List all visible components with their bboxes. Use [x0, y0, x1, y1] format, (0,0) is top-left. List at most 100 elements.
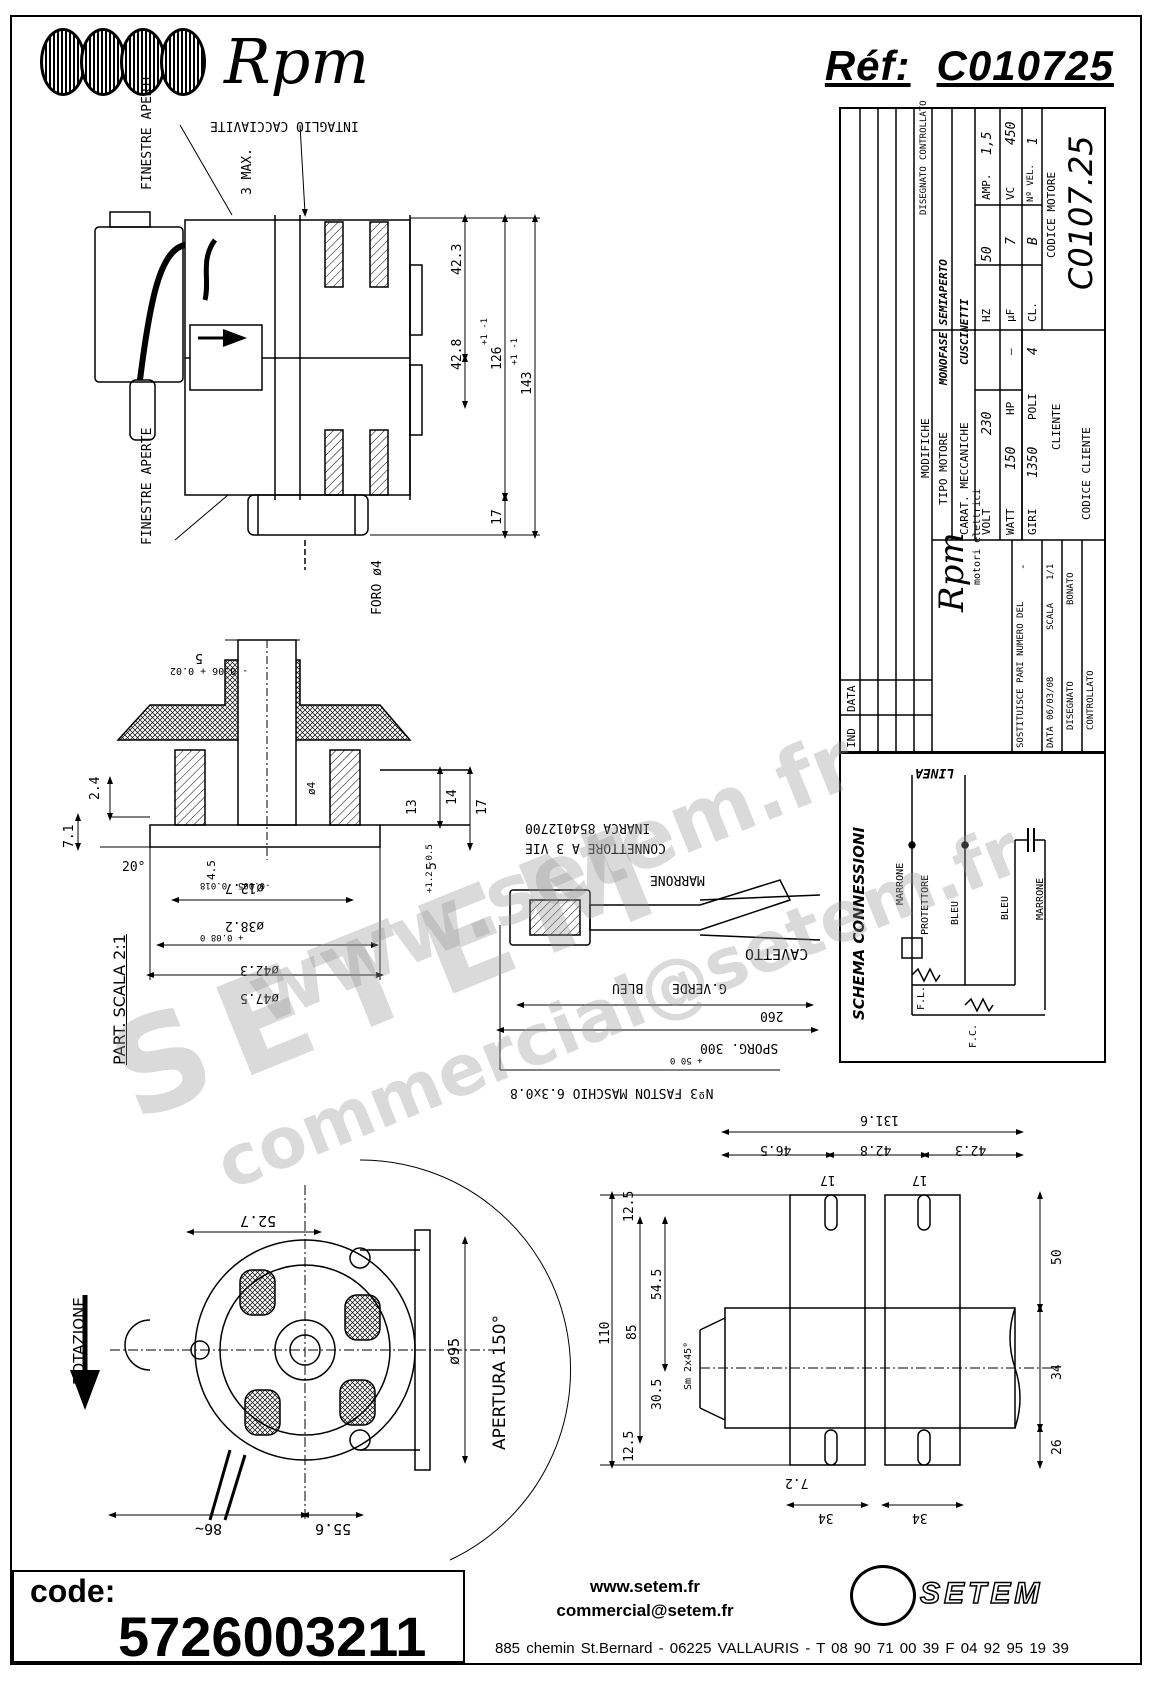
dim-7-2: 7.2: [785, 1475, 809, 1490]
dim-12-5-b: 12.5: [622, 1430, 637, 1462]
shaft-detail: [75, 639, 473, 980]
dim-42-3: 42.3: [955, 1142, 987, 1157]
finestre-top-label: FINESTRE APERTE: [140, 72, 155, 190]
bracket-view: [600, 1129, 1060, 1508]
tb-col-ind: IND: [845, 728, 858, 748]
data-label: DATA: [1046, 726, 1056, 748]
codice-motore-value: C0107.25: [1062, 135, 1100, 290]
dim-42-8: 42.8: [860, 1142, 892, 1157]
dim-42-8-side: 42.8: [450, 338, 465, 370]
nvel-label: Nº VEL.: [1026, 164, 1036, 202]
bleu2-label: BLEU: [1000, 895, 1011, 920]
dim-260: 260: [760, 1008, 784, 1023]
dim-4-5: 4.5: [205, 860, 218, 880]
data-value: 06/03/08: [1046, 676, 1056, 720]
dim-17-shaft: 17: [475, 799, 490, 815]
apertura-label: APERTURA 150°: [490, 1314, 510, 1450]
dim-126-tol: +1 -1: [480, 317, 490, 345]
dim-phi38-2: ø38.2: [225, 918, 265, 933]
amp-value: 1,5: [980, 131, 995, 155]
faston-label: Nº3 FASTON MASCHIO 6.3x0.8: [510, 1085, 714, 1100]
dim-131-6: 131.6: [860, 1112, 900, 1127]
linea-label: LINEA: [915, 765, 955, 780]
code-label: code:: [30, 1573, 116, 1609]
contact-block: www.setem.fr commercial@setem.fr: [555, 1575, 735, 1623]
uf-value: 7: [1004, 237, 1019, 245]
dim-50: 50: [1050, 1249, 1065, 1265]
tb-col-data: DATA: [845, 685, 858, 713]
dim-phi38-2-tol: + 0.08 0: [200, 932, 244, 942]
hp-label: HP: [1004, 401, 1017, 415]
dim-s5-tol: - 0.06 + 0.02: [170, 665, 249, 676]
ref-label: Réf:: [824, 42, 911, 89]
dim-17-a: 17: [820, 1172, 836, 1187]
dim-17-side: 17: [490, 509, 505, 525]
dim-12-5-a: 12.5: [622, 1190, 637, 1222]
email-link[interactable]: commercial@setem.fr: [556, 1601, 734, 1620]
dim-14: 14: [445, 789, 460, 805]
ref-value: C010725: [936, 42, 1114, 89]
dim-110: 110: [598, 1321, 613, 1345]
code-value: 5726003211: [118, 1605, 427, 1668]
dim-52-7: 52.7: [240, 1212, 277, 1230]
poli-label: POLI: [1026, 393, 1039, 421]
dim-143-tol: +1 -1: [510, 337, 520, 365]
cl-value: B: [1026, 237, 1041, 245]
globe-logo-icon: [850, 1565, 916, 1626]
rpm-logo: Rpm: [40, 25, 369, 98]
dim-126: 126: [490, 346, 505, 370]
carat-label: CARAT. MECCANICHE: [958, 422, 971, 535]
fc-label: F.C.: [968, 1023, 979, 1048]
carat-value: CUSCINETTI: [958, 298, 971, 365]
dim-86: 86~: [195, 1520, 223, 1538]
dim-2-4: 2.4: [88, 776, 103, 800]
dim-26: 26: [1050, 1439, 1065, 1455]
disegnato-value: BONATO: [1066, 572, 1076, 605]
sporg-label: SPORG. 300: [700, 1040, 779, 1055]
scala-label: SCALA: [1046, 602, 1056, 630]
title-block-lines: [839, 107, 1106, 754]
tipo-motore-value: MONOFASE SEMIAPERTO: [937, 259, 950, 385]
volt-value: 230: [980, 411, 995, 435]
coil-logo-icon: [40, 27, 206, 96]
finestre-bottom-label: FINESTRE APERTE: [140, 427, 155, 545]
max3-label: 3 MAX.: [240, 148, 255, 195]
dim-phi95: ø95: [445, 1337, 463, 1365]
dim-55-6: 55.6: [315, 1520, 352, 1538]
hz-label: HZ: [980, 308, 993, 322]
giri-label: GIRI: [1026, 508, 1039, 536]
dim-54-5: 54.5: [650, 1268, 665, 1300]
scala-value: 1/1: [1046, 563, 1056, 580]
website-link[interactable]: www.setem.fr: [590, 1577, 700, 1596]
side-view: [94, 124, 540, 570]
uf-label: µF: [1004, 308, 1017, 322]
giri-value: 1350: [1026, 446, 1041, 478]
sporg-tol: + 50 0: [670, 1055, 703, 1065]
tb-col-controllato: CONTROLLATO: [919, 100, 929, 160]
angle-20: 20°: [122, 860, 146, 875]
nvel-value: 1: [1026, 137, 1041, 145]
codice-motore-label: CODICE MOTORE: [1045, 171, 1058, 258]
sostituisce-value: -: [1016, 563, 1029, 570]
vc-value: 450: [1004, 121, 1019, 145]
dim-143: 143: [520, 371, 535, 395]
dim-13: 13: [405, 799, 420, 815]
hz-value: 50: [980, 246, 995, 262]
dim-85: 85: [625, 1324, 640, 1340]
controllato-label: CONTROLLATO: [1086, 670, 1096, 730]
fl-label: F.L.: [916, 985, 927, 1010]
codice-cliente-label: CODICE CLIENTE: [1080, 427, 1093, 520]
front-view: [70, 1159, 572, 1561]
watt-value: 150: [1004, 446, 1019, 470]
watt-label: WATT: [1004, 508, 1017, 536]
foro-label: FORO ø4: [370, 560, 385, 615]
drawing-frame: [10, 15, 1142, 1665]
tb-brand-sub: motori elettrici: [972, 488, 983, 585]
dim-s5: 5: [195, 650, 203, 665]
dim-42-3-side: 42.3: [450, 243, 465, 275]
vc-label: VC: [1004, 186, 1017, 200]
connector-drawing: [496, 879, 821, 1071]
marrone2-label: MARRONE: [1035, 877, 1046, 920]
dim-7-1: 7.1: [62, 824, 77, 848]
